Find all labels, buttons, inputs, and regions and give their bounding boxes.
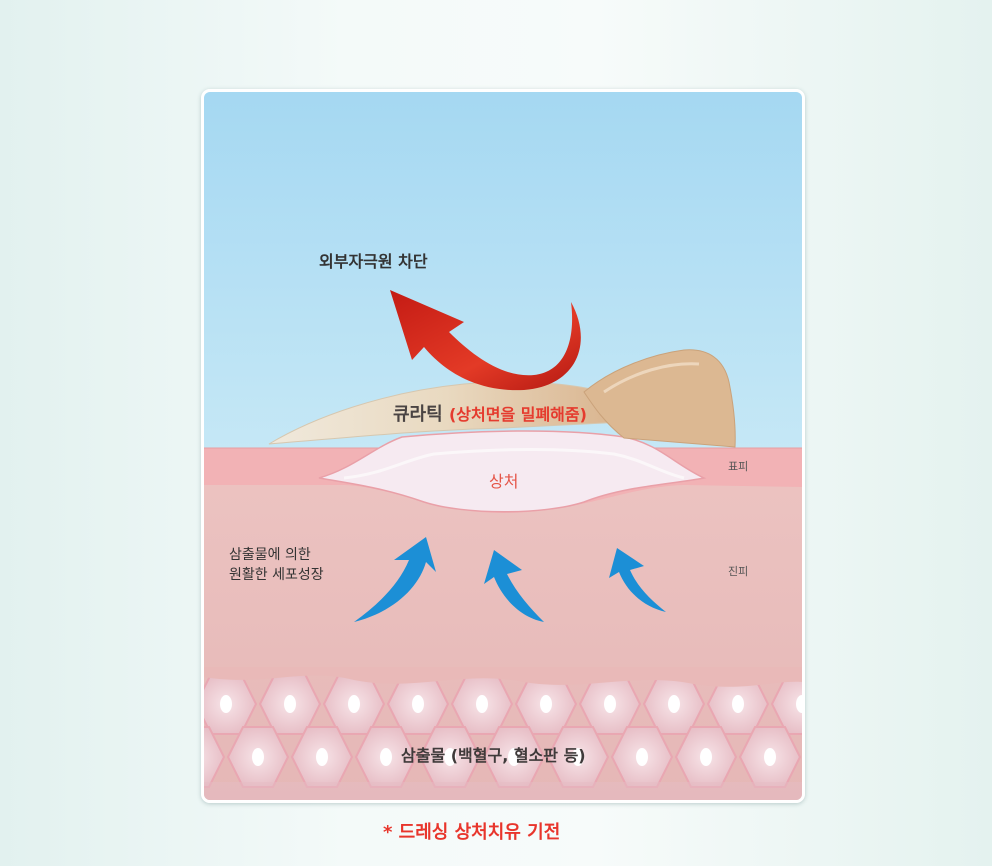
exudate-label: 삼출물 (백혈구, 혈소판 등) <box>401 746 586 765</box>
cell-nucleus <box>316 748 328 766</box>
blue-upward-arrow-icon <box>354 537 436 622</box>
block-external-label: 외부자극원 차단 <box>319 252 428 271</box>
curatic-label: 큐라틱 (상처면을 밀폐해줌) <box>393 400 587 426</box>
cell-nucleus <box>540 695 552 713</box>
dressing-film-right <box>583 349 736 448</box>
cell-growth-line-1: 삼출물에 의한 <box>229 547 311 563</box>
cell-nucleus <box>220 695 232 713</box>
wound-healing-diagram <box>201 89 805 803</box>
cell-nucleus <box>700 748 712 766</box>
skin-cell-icon <box>204 726 226 788</box>
curatic-name: 큐라틱 <box>393 404 443 425</box>
basement-membrane <box>204 667 802 687</box>
dermis-label: 진피 <box>728 565 749 578</box>
cell-nucleus <box>764 748 776 766</box>
cell-nucleus <box>604 695 616 713</box>
cell-nucleus <box>380 748 392 766</box>
cell-nucleus <box>412 695 424 713</box>
cell-growth-line-2: 원활한 세포성장 <box>229 567 324 583</box>
cell-nucleus <box>572 748 584 766</box>
curatic-description: (상처면을 밀폐해줌) <box>448 405 587 424</box>
cell-nucleus <box>508 748 520 766</box>
figure-caption: * 드레싱 상처치유 기전 <box>383 822 561 843</box>
cell-growth-label: 삼출물에 의한 원활한 세포성장 <box>229 545 324 585</box>
cell-nucleus <box>284 695 296 713</box>
cell-nucleus <box>668 695 680 713</box>
cell-nucleus <box>444 748 456 766</box>
cell-nucleus <box>732 695 744 713</box>
cell-nucleus <box>636 748 648 766</box>
blue-upward-arrow-icon <box>484 550 544 622</box>
wound-area <box>318 430 707 513</box>
diagram-illustration <box>204 92 802 800</box>
dressing-film-left <box>268 381 625 445</box>
epidermis-label: 표피 <box>728 460 749 473</box>
cell-nucleus <box>348 695 360 713</box>
blue-upward-arrow-icon <box>609 548 666 612</box>
skin-cell-layer <box>204 667 802 800</box>
wound-label: 상처 <box>489 472 519 491</box>
red-curved-arrow-icon <box>390 290 581 391</box>
cell-nucleus <box>476 695 488 713</box>
cell-nucleus <box>252 748 264 766</box>
cell-nucleus <box>796 695 802 713</box>
